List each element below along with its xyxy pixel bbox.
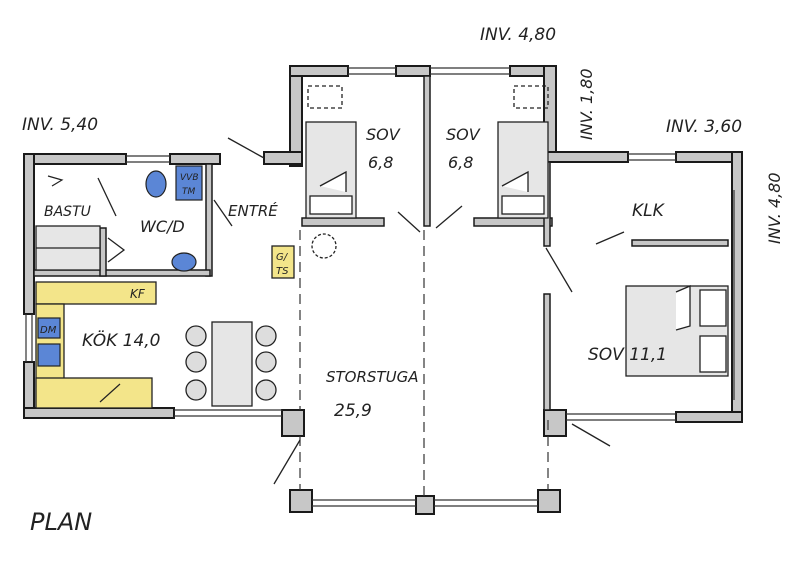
pier-bottom-left bbox=[289, 489, 313, 513]
wall-klk-top bbox=[543, 151, 629, 163]
gts-cabinet bbox=[271, 245, 295, 279]
wall-mid-vertical bbox=[423, 75, 431, 227]
fireplace-icon bbox=[311, 233, 337, 259]
counter-top bbox=[35, 281, 157, 305]
stove-box bbox=[37, 343, 61, 367]
room-entre: ENTRÉ bbox=[228, 201, 278, 220]
wall-bed1-bottom bbox=[301, 217, 385, 227]
fixture-tm: TM bbox=[182, 187, 195, 197]
pier-bottom-right bbox=[537, 489, 561, 513]
wall-bed2-bottom bbox=[473, 217, 553, 227]
wall-left-top-right bbox=[169, 153, 221, 165]
pier-bl bbox=[281, 409, 305, 437]
room-wcd: WC/D bbox=[140, 217, 185, 236]
room-bastu: BASTU bbox=[44, 204, 91, 220]
room-sov-mid-area: 6,8 bbox=[448, 153, 473, 172]
wall-left-outer bbox=[23, 153, 35, 315]
fixture-gts-ts: TS bbox=[276, 266, 289, 277]
vvb-box bbox=[175, 165, 203, 201]
wall-wc-mid bbox=[99, 227, 107, 277]
wall-wc-right bbox=[205, 163, 213, 277]
dining-table bbox=[211, 321, 253, 407]
wall-entre-top bbox=[263, 151, 303, 165]
window-lines bbox=[25, 67, 735, 507]
room-klk: KLK bbox=[632, 201, 666, 221]
wall-bastu-bottom bbox=[33, 269, 211, 277]
wall-left-top bbox=[23, 153, 127, 165]
wall-bed1-top bbox=[289, 65, 349, 77]
door-swings bbox=[97, 137, 625, 485]
room-storstuga-area: 25,9 bbox=[334, 401, 372, 421]
wall-right-bed-left bbox=[543, 293, 551, 411]
dim-right-vertical: INV. 4,80 bbox=[765, 172, 784, 244]
wall-left-bottom bbox=[23, 407, 175, 419]
room-sov-right: SOV 11,1 bbox=[588, 345, 667, 365]
dim-left-top: INV. 5,40 bbox=[22, 115, 98, 135]
room-kok: KÖK 14,0 bbox=[82, 329, 160, 351]
wall-klk-divider bbox=[631, 239, 729, 247]
dim-right-top: INV. 3,60 bbox=[666, 117, 742, 137]
pier-br bbox=[543, 409, 567, 437]
room-sov-mid: SOV bbox=[446, 125, 481, 144]
furniture bbox=[35, 85, 729, 407]
sink-icon bbox=[171, 252, 197, 272]
fixture-dm: DM bbox=[40, 325, 57, 336]
room-storstuga: STORSTUGA bbox=[326, 368, 418, 386]
labels: INV. 5,40 INV. 4,80 INV. 1,80 INV. 3,60 … bbox=[22, 25, 784, 536]
pier-bottom-mid bbox=[415, 495, 435, 515]
dm-box bbox=[37, 317, 61, 339]
dim-top-center: INV. 4,80 bbox=[480, 25, 556, 45]
fixture-vvb: VVB bbox=[180, 173, 199, 183]
wall-right-bottom bbox=[675, 411, 743, 423]
wall-mid-top bbox=[395, 65, 431, 77]
kitchen-appliances bbox=[37, 165, 203, 403]
dim-vertical-center: INV. 1,80 bbox=[577, 68, 596, 140]
counter-bottom bbox=[35, 377, 153, 409]
fixture-gts-g: G/ bbox=[276, 252, 289, 263]
room-sov-left-area: 6,8 bbox=[368, 153, 393, 172]
toilet-icon bbox=[145, 170, 167, 198]
room-sov-left: SOV bbox=[366, 125, 401, 144]
plan-title: PLAN bbox=[30, 508, 92, 536]
fixture-kf: KF bbox=[130, 287, 146, 301]
